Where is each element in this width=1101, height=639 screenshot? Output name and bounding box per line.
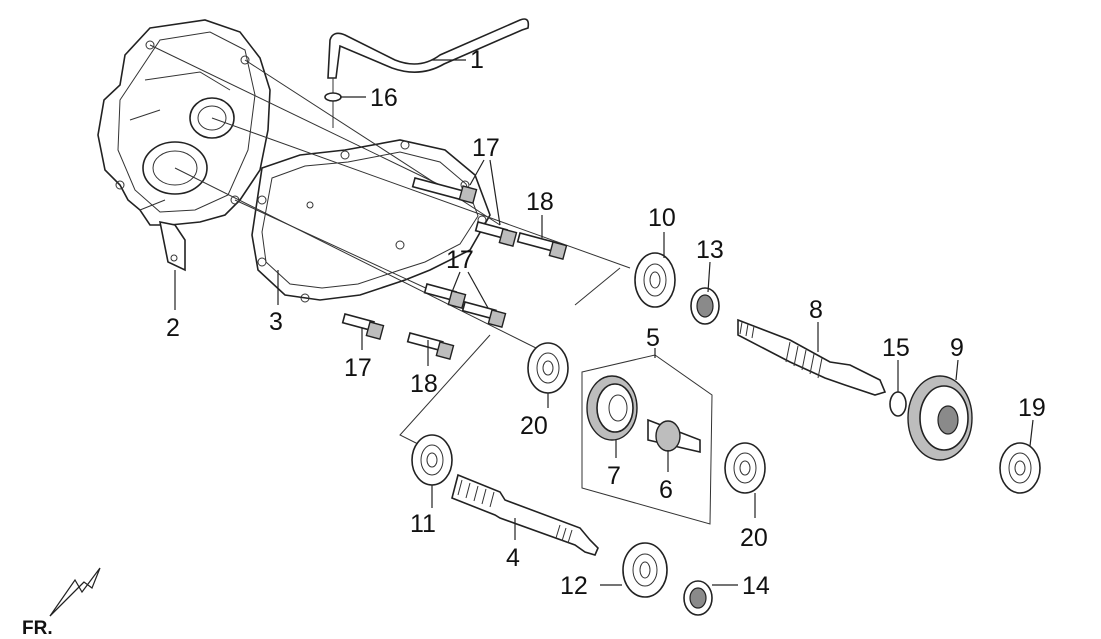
callout-3: 3: [269, 308, 283, 336]
callout-6: 6: [659, 476, 673, 504]
bolt-17-top: [411, 177, 478, 205]
bolt-17-mid: [474, 221, 518, 248]
callout-17-bottom: 17: [344, 354, 372, 382]
callout-18-top: 18: [526, 188, 554, 216]
bearing-10: [634, 252, 676, 308]
callout-12: 12: [560, 572, 588, 600]
callout-5: 5: [646, 324, 660, 352]
final-shaft: [737, 318, 887, 396]
callout-11: 11: [410, 510, 436, 538]
callout-4: 4: [506, 544, 520, 572]
oil-seal-14: [683, 580, 713, 616]
circlip: [889, 391, 907, 417]
bolt-17-lower-b: [461, 301, 507, 329]
callout-18-bottom: 18: [410, 370, 438, 398]
callout-13: 13: [696, 236, 724, 264]
callout-1: 1: [470, 46, 484, 74]
callout-labels: 1 2 3 4 5 6 7 8 9 10 11 12 13 14 15 16 1…: [166, 46, 1046, 600]
bearing-20-upper: [527, 342, 569, 394]
callout-2: 2: [166, 314, 180, 342]
bolt-18-right: [516, 232, 568, 261]
callout-9: 9: [950, 334, 964, 362]
case-gasket: [251, 139, 491, 303]
callout-17-top: 17: [472, 134, 500, 162]
bearing-12: [622, 542, 668, 598]
callout-17-mid: 17: [446, 246, 474, 274]
fr-label: FR.: [22, 618, 53, 639]
callout-10: 10: [648, 204, 676, 232]
assembly-guide-lines: [149, 44, 631, 446]
bolt-group: [341, 177, 568, 361]
gear-7: [586, 375, 638, 441]
gear-6-countershaft: [647, 418, 701, 454]
bearing-19: [999, 442, 1041, 494]
drive-shaft: [451, 473, 599, 556]
transmission-case: [97, 19, 271, 272]
callout-7: 7: [607, 462, 621, 490]
callout-19: 19: [1018, 394, 1046, 422]
callout-15: 15: [882, 334, 910, 362]
bolt-17-lower-a: [423, 283, 467, 310]
bolt-17-bottom: [341, 313, 385, 341]
callout-8: 8: [809, 296, 823, 324]
bearing-11: [411, 434, 453, 486]
bearing-20-lower: [724, 442, 766, 494]
bolt-18-bottom: [406, 332, 455, 361]
callout-16: 16: [370, 84, 398, 112]
gear-set-box: [581, 354, 713, 525]
front-orientation-mark: FR.: [22, 567, 101, 639]
callout-20-upper: 20: [520, 412, 548, 440]
oil-seal-13: [690, 287, 720, 325]
final-gear: [907, 375, 973, 461]
tube-clip: [324, 92, 342, 102]
callout-14: 14: [742, 572, 770, 600]
leader-lines: [174, 59, 1034, 586]
breather-tube: [327, 18, 530, 128]
callout-20-lower: 20: [740, 524, 768, 552]
